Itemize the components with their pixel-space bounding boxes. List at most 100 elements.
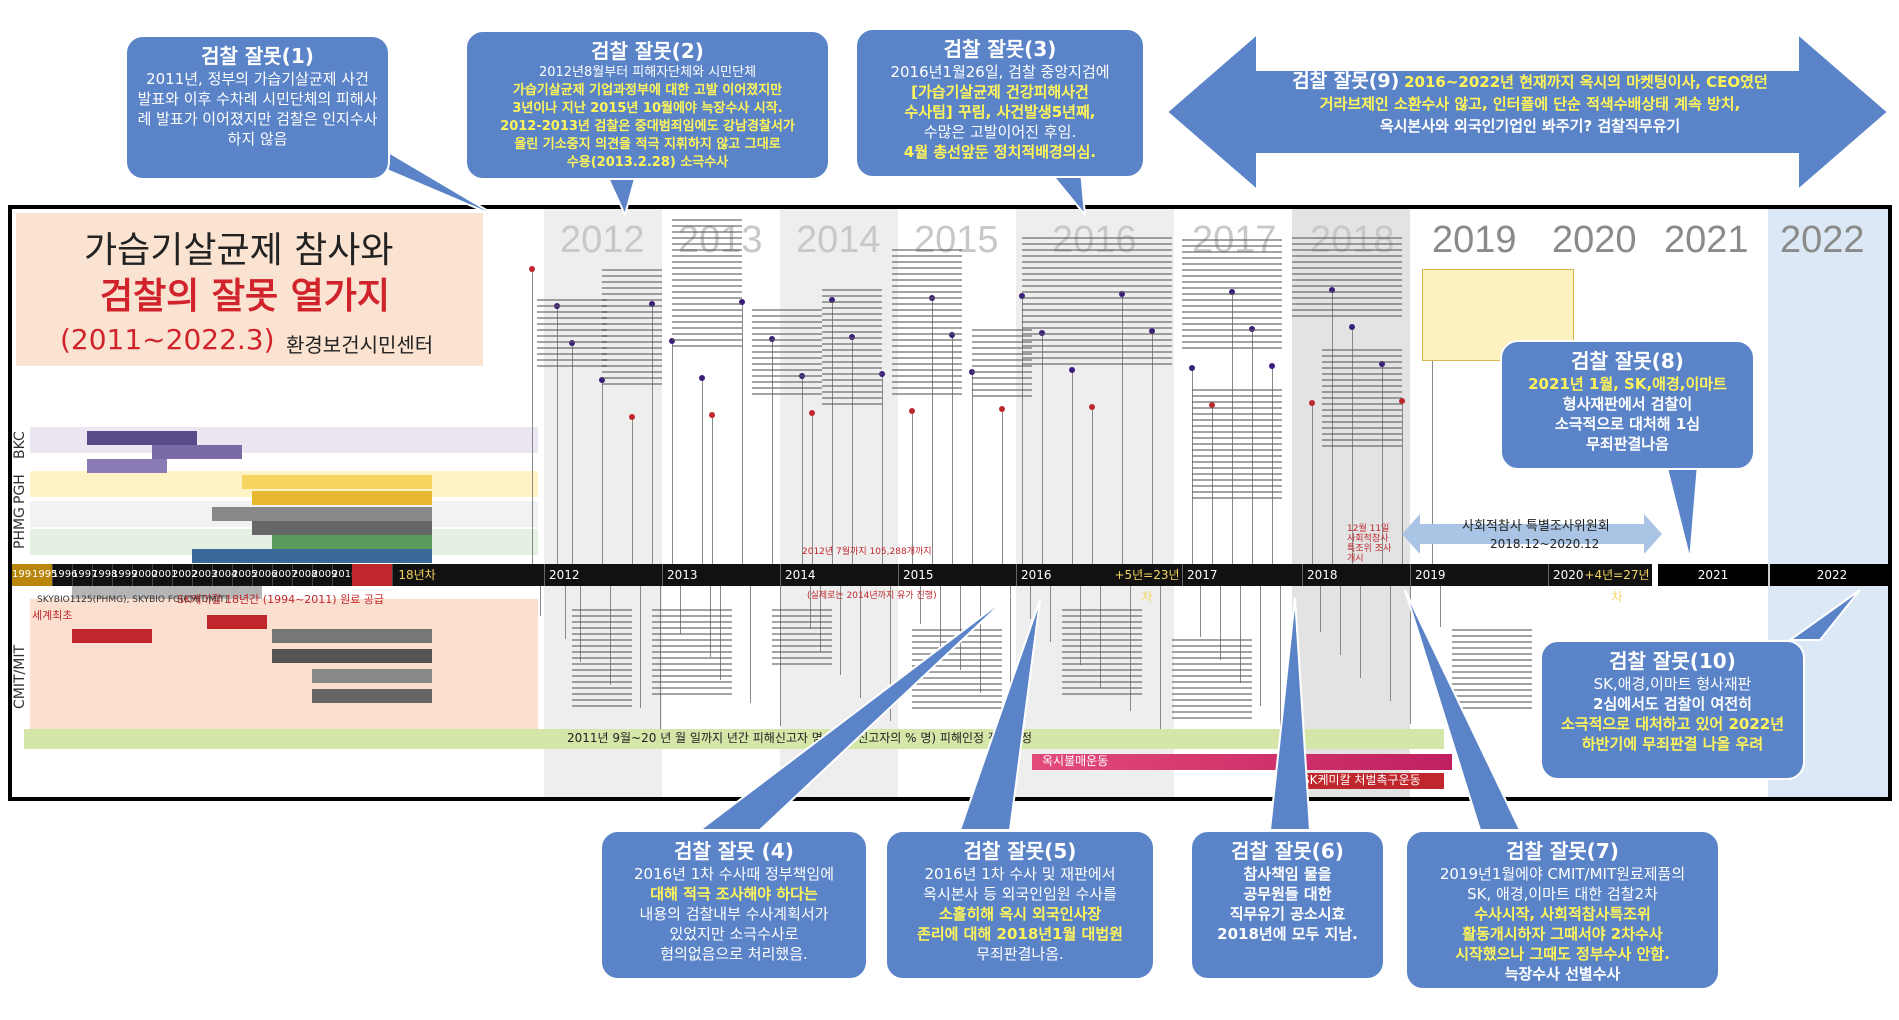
axis-early-year: 1995 bbox=[32, 564, 57, 586]
title-box: 가습기살균제 참사와 검찰의 잘못 열가지 (2011~2022.3) 환경보건… bbox=[16, 213, 483, 366]
axis-year: 2013 bbox=[662, 564, 698, 586]
callout-7-line3: 수사시작, 사회적참사특조위 bbox=[1474, 905, 1651, 923]
event-line bbox=[1042, 333, 1043, 564]
year-label: 2020 bbox=[1552, 219, 1637, 261]
event-line bbox=[565, 586, 566, 639]
event-line bbox=[1320, 586, 1321, 632]
year-label: 2022 bbox=[1780, 219, 1865, 261]
callout-10-line3: 소극적으로 대처하고 있어 2022년 bbox=[1560, 715, 1785, 733]
callout-1-text: 2011년, 정부의 가습기살균제 사건 발표와 이후 수차례 시민단체의 피해… bbox=[137, 70, 378, 148]
event-dot bbox=[739, 299, 745, 305]
event-line bbox=[1220, 586, 1221, 660]
event-dot bbox=[709, 412, 715, 418]
callout-6-line4: 2018년에 모두 지남. bbox=[1217, 925, 1358, 943]
callout-10: 검찰 잘못(10) SK,애경,이마트 형사재판 2심에서도 검찰이 여전히 소… bbox=[1540, 640, 1805, 780]
event-dot bbox=[1309, 400, 1315, 406]
event-line bbox=[632, 417, 633, 564]
world-first: 세계최초 bbox=[32, 609, 73, 622]
axis-early-year: 2004 bbox=[212, 564, 237, 586]
callout-4-line5: 혐의없음으로 처리했음. bbox=[660, 945, 808, 963]
commission-arrow bbox=[1402, 514, 1662, 554]
callout-9: 검찰 잘못(9) 2016~2022년 현재까지 옥시의 마켓팅이사, CEO였… bbox=[1230, 70, 1830, 137]
event-note-block bbox=[537, 299, 607, 369]
callout-3-line5: 4월 총선앞둔 정치적배경의심. bbox=[903, 143, 1097, 161]
callout-3-line1: 2016년1월26일, 검찰 중앙지검에 bbox=[890, 63, 1110, 81]
timeline-axis-far: 2021 2022 bbox=[1658, 564, 1888, 586]
callout-5-line4: 존리에 대해 2018년1월 대법원 bbox=[917, 925, 1123, 943]
sk-sub: SKYBIO1125(PHMG), SKYBIO FG(CMIT/MIT) bbox=[37, 595, 229, 605]
event-dot bbox=[1399, 398, 1405, 404]
year-label: 2019 bbox=[1432, 219, 1517, 261]
axis-marker-27: +4년=27년차 bbox=[1584, 568, 1650, 604]
event-line bbox=[860, 586, 861, 698]
oxy-boycott-label: 옥시불매운동 bbox=[1042, 754, 1109, 768]
tail-5 bbox=[958, 599, 1041, 831]
product-bar bbox=[272, 535, 432, 549]
axis-year: 2019 bbox=[1410, 564, 1446, 586]
callout-2-line3: 3년이나 지난 2015년 10월에야 늑장수사 시작. bbox=[512, 101, 783, 116]
callout-2-line4: 2012-2013년 검찰은 중대범죄임에도 강남경찰서가 bbox=[500, 119, 795, 134]
event-line bbox=[1160, 586, 1161, 734]
callout9-arrow bbox=[1165, 32, 1890, 192]
event-note-block bbox=[1182, 239, 1282, 349]
callout-5-line3: 소홀히해 옥시 외국인사장 bbox=[938, 905, 1102, 923]
bottom-stat-bar bbox=[24, 729, 1444, 749]
event-line bbox=[960, 586, 961, 670]
event-line bbox=[1402, 401, 1403, 564]
axis-marker-18: 18년차 bbox=[398, 568, 436, 582]
callout-8: 검찰 잘못(8) 2021년 1월, SK,애경,이마트 형사재판에서 검찰이 … bbox=[1500, 340, 1755, 470]
event-dot bbox=[809, 410, 815, 416]
product-bar bbox=[252, 521, 432, 535]
event-line bbox=[652, 304, 653, 564]
axis-2011 bbox=[352, 564, 392, 586]
product-bar bbox=[272, 649, 432, 663]
tail-10 bbox=[1786, 589, 1861, 641]
sk-supply-bar bbox=[72, 585, 262, 599]
event-line bbox=[932, 298, 933, 564]
event-dot bbox=[529, 266, 535, 272]
event-line bbox=[882, 374, 883, 564]
axis-early-year: 1996 bbox=[52, 564, 77, 586]
callout-10-title: 검찰 잘못(10) bbox=[1609, 649, 1736, 673]
axis-early-year: 2001 bbox=[152, 564, 177, 586]
callout-5-title: 검찰 잘못(5) bbox=[963, 839, 1077, 863]
product-bar bbox=[87, 431, 197, 445]
axis-year: 2016 bbox=[1016, 564, 1052, 586]
callout-8-line3: 소극적으로 대처해 1심 bbox=[1554, 415, 1701, 433]
callout-4: 검찰 잘못 (4) 2016년 1차 수사때 정부책임에 대해 적극 조사해야 … bbox=[600, 830, 868, 980]
event-line bbox=[852, 337, 853, 564]
event-dot bbox=[999, 406, 1005, 412]
event-note-block bbox=[752, 309, 822, 399]
event-line bbox=[1360, 586, 1361, 678]
event-note-block bbox=[1192, 389, 1282, 499]
callout-7-title: 검찰 잘못(7) bbox=[1506, 839, 1619, 863]
callout-7-line2: SK, 애경,이마트 대한 검찰2차 bbox=[1467, 885, 1658, 903]
small-red-note: 2012년 7월까지 105,288개까지 bbox=[802, 547, 932, 557]
event-line bbox=[1010, 586, 1011, 716]
event-line bbox=[1260, 586, 1261, 706]
sk-note: SK케미칼 18년간 (1994~2011) 원료 공급 bbox=[177, 593, 385, 606]
product-bar bbox=[207, 615, 267, 629]
event-line bbox=[772, 339, 773, 564]
callout-6: 검찰 잘못(6) 참사책임 물을 공무원들 대한 직무유기 공소시효 2018년… bbox=[1190, 830, 1385, 980]
callout-5-line1: 2016년 1차 수사 및 재판에서 bbox=[924, 865, 1116, 883]
event-note-block bbox=[772, 609, 832, 669]
callout-8-line2: 형사재판에서 검찰이 bbox=[1562, 395, 1693, 413]
bottom-stat-text: 2011년 9월~20 년 월 일까지 년간 피해신고자 명 (사망 신고자의 … bbox=[567, 731, 1033, 745]
callout-3: 검찰 잘못(3) 2016년1월26일, 검찰 중앙지검에 [가습기살균제 건강… bbox=[855, 28, 1145, 178]
event-note-block bbox=[822, 289, 882, 409]
event-dot bbox=[1089, 404, 1095, 410]
callout-5-line5: 무죄판결나옴. bbox=[976, 945, 1064, 963]
event-line bbox=[1152, 331, 1153, 564]
callout-6-line2: 공무원들 대한 bbox=[1243, 885, 1332, 903]
callout-7-line4: 활동개시하자 그때서야 2차수사 bbox=[1462, 925, 1663, 943]
callout-2: 검찰 잘못(2) 2012년8월부터 피해자단체와 시민단체 가습기살균제 기업… bbox=[465, 30, 830, 180]
event-line bbox=[1390, 586, 1391, 701]
oxy-boycott-bar bbox=[1032, 754, 1452, 770]
event-line bbox=[1002, 409, 1003, 564]
event-dot bbox=[1189, 365, 1195, 371]
callout-3-line3: 수사팀] 꾸림, 사건발생5년째, bbox=[904, 103, 1096, 121]
callout-6-line1: 참사책임 물을 bbox=[1243, 865, 1332, 883]
callout-9-line2: 거라브제인 소환수사 않고, 인터폴에 단순 적색수배상태 계속 방치, bbox=[1319, 95, 1741, 113]
